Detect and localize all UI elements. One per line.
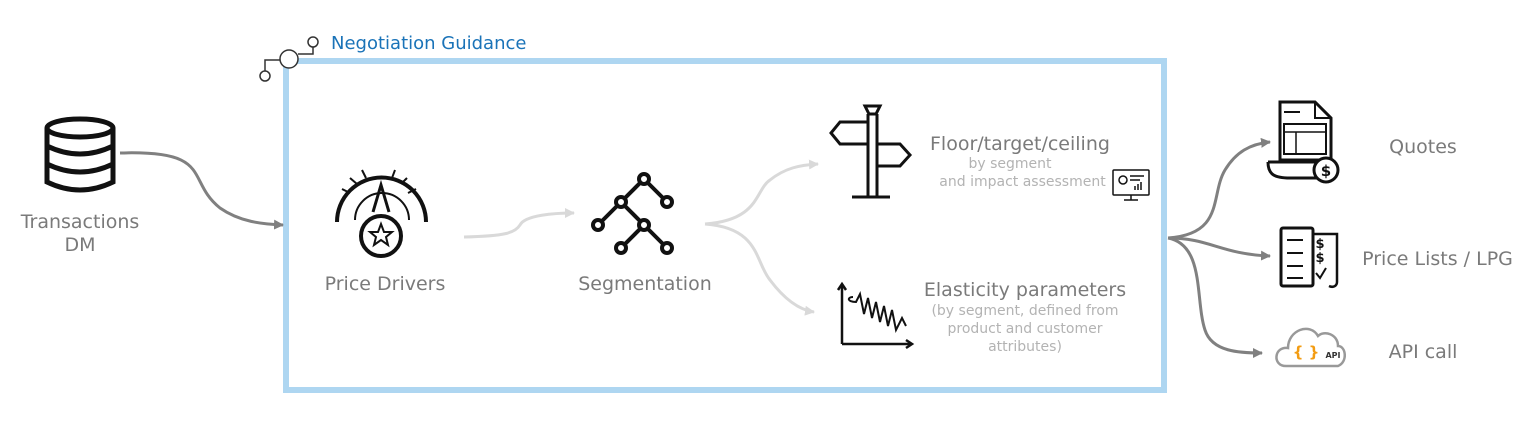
arrow-segmentation-to-floor <box>704 159 819 226</box>
price-list-icon: $ $ <box>1279 226 1339 289</box>
arrow-price-drivers-to-segmentation <box>463 208 575 239</box>
quotes-label: Quotes <box>1389 136 1457 158</box>
group-title: Negotiation Guidance <box>331 33 527 54</box>
tree-network-icon <box>591 172 674 255</box>
cloud-api-icon: { } API <box>1275 327 1346 368</box>
api-braces: { } <box>1293 343 1320 361</box>
signpost-icon <box>829 104 913 199</box>
elasticity-sub-line3: attributes) <box>988 339 1062 355</box>
svg-text:$: $ <box>1321 162 1331 180</box>
transactions-label-line2: DM <box>64 234 96 256</box>
elasticity-title: Elasticity parameters <box>923 279 1127 301</box>
database-icon <box>44 116 116 193</box>
arrow-transactions-to-price-drivers <box>119 151 284 230</box>
arrow-to-price-lists <box>1167 236 1271 261</box>
arrow-segmentation-to-elasticity <box>704 222 815 316</box>
quote-document-icon: $ <box>1266 100 1340 184</box>
api-small-text: API <box>1325 351 1340 360</box>
api-call-label: API call <box>1388 341 1458 363</box>
negotiation-guidance-frame <box>283 58 1167 393</box>
segmentation-label: Segmentation <box>578 273 712 295</box>
transactions-label-line1: Transactions <box>20 211 140 233</box>
arrow-to-quotes <box>1167 137 1271 240</box>
svg-text:$: $ <box>1315 251 1324 266</box>
arrow-to-api-call <box>1167 236 1263 358</box>
spring-graph-icon <box>836 281 915 350</box>
floor-target-ceiling-title: Floor/target/ceiling <box>930 133 1110 155</box>
price-lists-label: Price Lists / LPG <box>1362 248 1513 270</box>
floor-sub-line1: by segment <box>968 156 1052 172</box>
price-drivers-label: Price Drivers <box>324 273 446 295</box>
svg-text:$: $ <box>1315 237 1324 252</box>
gauge-star-icon <box>335 169 428 258</box>
floor-sub-line2: and impact assessment <box>939 174 1106 190</box>
elasticity-sub-line1: (by segment, defined from <box>931 303 1119 319</box>
connector-nodes-icon <box>259 36 319 82</box>
monitor-chart-icon <box>1112 169 1150 201</box>
elasticity-sub-line2: product and customer <box>947 321 1103 337</box>
